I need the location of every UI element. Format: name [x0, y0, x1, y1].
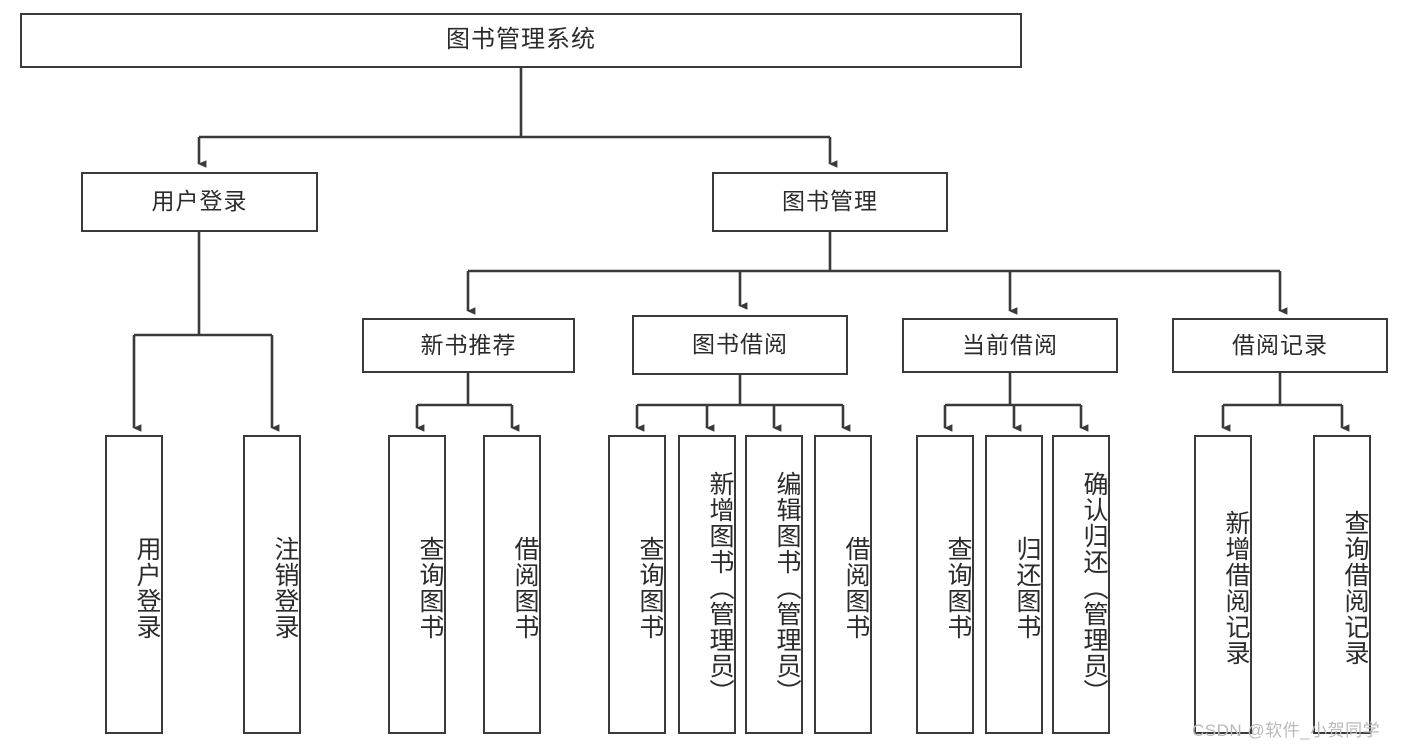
leaf-edit-book[interactable]: 编辑图书（管理员）: [745, 435, 803, 734]
leaf-user-logout[interactable]: 注销登录: [243, 435, 301, 734]
leaf-borrow-book-1[interactable]: 借阅图书: [483, 435, 541, 734]
leaf-query-book-1[interactable]: 查询图书: [388, 435, 446, 734]
node-user-login[interactable]: 用户登录: [81, 172, 318, 232]
leaf-label: 编辑图书（管理员）: [773, 470, 801, 705]
leaf-label: 新增借阅记录: [1222, 509, 1250, 666]
leaf-label: 查询借阅记录: [1341, 509, 1369, 666]
leaf-confirm-return[interactable]: 确认归还（管理员）: [1052, 435, 1110, 734]
node-book-borrow[interactable]: 图书借阅: [632, 315, 848, 375]
node-book-manage[interactable]: 图书管理: [712, 172, 948, 232]
leaf-query-book-3[interactable]: 查询图书: [916, 435, 974, 734]
leaf-label: 注销登录: [271, 535, 299, 640]
leaf-label: 新增图书（管理员）: [706, 470, 734, 705]
leaf-add-record[interactable]: 新增借阅记录: [1194, 435, 1252, 734]
csdn-watermark: CSDN @软件_小贺同学: [1192, 721, 1381, 740]
node-borrow-record[interactable]: 借阅记录: [1172, 318, 1388, 373]
leaf-label: 查询图书: [944, 535, 972, 640]
leaf-user-login[interactable]: 用户登录: [105, 435, 163, 734]
node-root-system[interactable]: 图书管理系统: [20, 13, 1022, 68]
leaf-label: 借阅图书: [842, 535, 870, 640]
leaf-label: 借阅图书: [511, 535, 539, 640]
leaf-label: 用户登录: [133, 535, 161, 640]
leaf-label: 归还图书: [1013, 535, 1041, 640]
leaf-label: 查询图书: [416, 535, 444, 640]
leaf-borrow-book-2[interactable]: 借阅图书: [814, 435, 872, 734]
leaf-return-book[interactable]: 归还图书: [985, 435, 1043, 734]
leaf-query-book-2[interactable]: 查询图书: [608, 435, 666, 734]
leaf-add-book[interactable]: 新增图书（管理员）: [678, 435, 736, 734]
leaf-label: 确认归还（管理员）: [1080, 470, 1108, 705]
leaf-label: 查询图书: [636, 535, 664, 640]
leaf-query-record[interactable]: 查询借阅记录: [1313, 435, 1371, 734]
node-current-borrow[interactable]: 当前借阅: [902, 318, 1118, 373]
node-new-book-recommend[interactable]: 新书推荐: [362, 318, 575, 373]
